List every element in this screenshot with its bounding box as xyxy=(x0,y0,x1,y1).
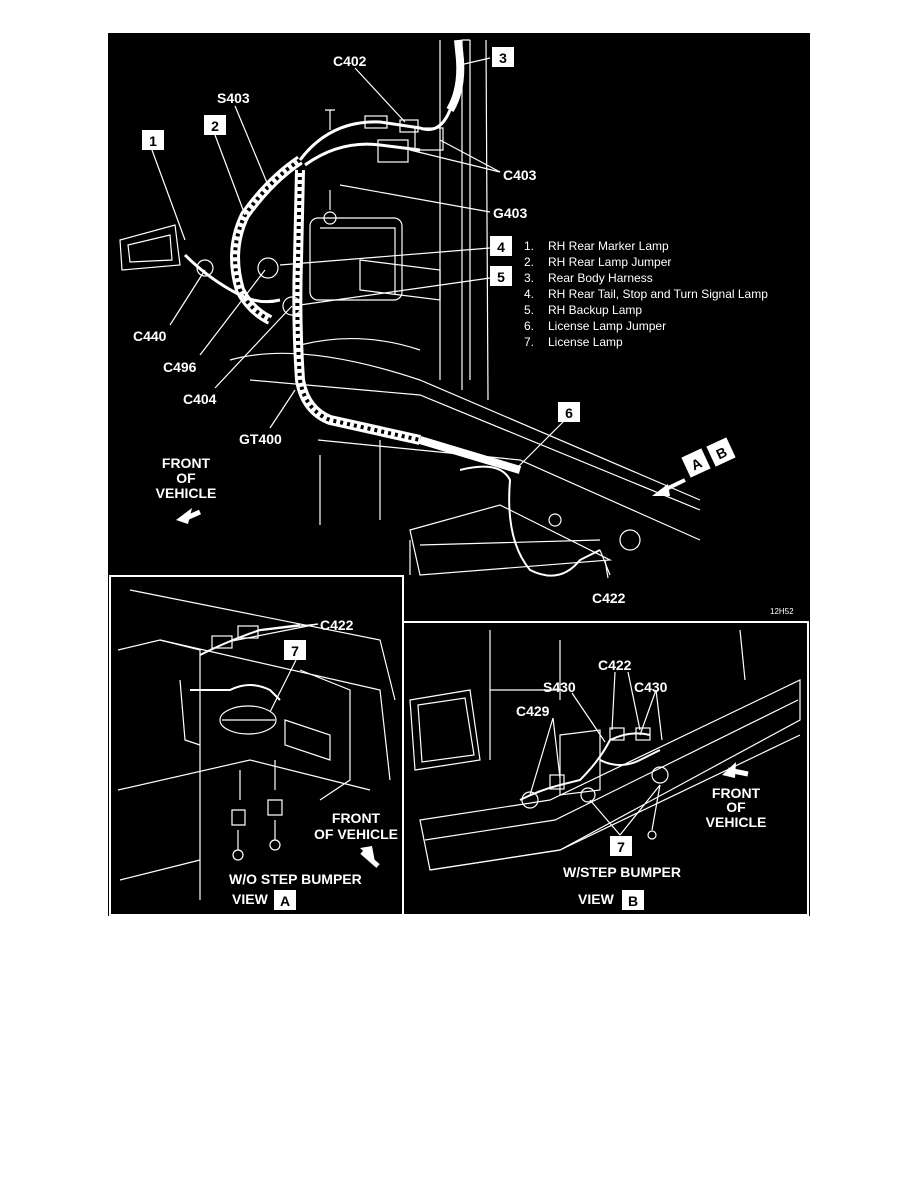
view-b-labels: C422 S430 C430 C429 FRONT OF VEHICLE 7 W… xyxy=(516,657,766,910)
label-view-word-a: VIEW xyxy=(232,891,269,907)
label-c404: C404 xyxy=(183,391,217,407)
legend-text-1: RH Rear Marker Lamp xyxy=(548,239,669,253)
view-b-drawing xyxy=(409,629,801,871)
label-front-1: FRONT xyxy=(162,455,211,471)
legend-num-6: 6. xyxy=(524,319,534,333)
label-front-b-1: FRONT xyxy=(712,785,761,801)
legend: 1. RH Rear Marker Lamp 2. RH Rear Lamp J… xyxy=(524,239,768,349)
callout-7a: 7 xyxy=(291,643,299,659)
label-front-b-2: OF xyxy=(726,799,746,815)
label-c422-view-a: C422 xyxy=(320,617,354,633)
label-c429: C429 xyxy=(516,703,550,719)
label-front-a-2: OF VEHICLE xyxy=(314,826,398,842)
labels-main: C402 S403 C403 G403 C440 C496 C404 GT400… xyxy=(133,53,794,616)
label-c422-main: C422 xyxy=(592,590,626,606)
view-a-drawing xyxy=(117,589,396,900)
label-front-2: OF xyxy=(176,470,196,486)
legend-text-4: RH Rear Tail, Stop and Turn Signal Lamp xyxy=(548,287,768,301)
callout-box-5 xyxy=(490,266,512,286)
legend-text-7: License Lamp xyxy=(548,335,623,349)
leader-lines xyxy=(151,57,609,579)
label-c422-view-b: C422 xyxy=(598,657,632,673)
label-s403: S403 xyxy=(217,90,250,106)
view-a-letter: A xyxy=(280,893,290,909)
label-front-3: VEHICLE xyxy=(156,485,217,501)
callout-box-view-b-inset xyxy=(622,890,644,910)
legend-num-7: 7. xyxy=(524,335,534,349)
legend-text-3: Rear Body Harness xyxy=(548,271,653,285)
callout-boxes-main: 1 2 3 4 5 6 A B xyxy=(142,47,736,478)
callout-3: 3 xyxy=(499,50,507,66)
tail-lamp-housing xyxy=(309,217,403,301)
callout-box-view-b xyxy=(706,437,736,467)
label-c440: C440 xyxy=(133,328,167,344)
diagram-background xyxy=(108,33,810,916)
callout-box-7a xyxy=(284,640,306,660)
label-w-step-bumper: W/STEP BUMPER xyxy=(563,864,681,880)
legend-text-2: RH Rear Lamp Jumper xyxy=(548,255,671,269)
legend-num-4: 4. xyxy=(524,287,534,301)
label-front-b-3: VEHICLE xyxy=(706,814,767,830)
license-lamp-a xyxy=(219,705,277,735)
legend-num-1: 1. xyxy=(524,239,534,253)
callout-box-1 xyxy=(142,130,164,150)
label-c430: C430 xyxy=(634,679,668,695)
view-b-letter: B xyxy=(628,893,638,909)
callout-box-6 xyxy=(558,402,580,422)
label-view-word-b: VIEW xyxy=(578,891,615,907)
callout-box-view-a xyxy=(681,448,711,478)
callout-box-view-a-inset xyxy=(274,890,296,910)
figure-code: 12H52 xyxy=(770,607,794,616)
callout-5: 5 xyxy=(497,269,505,285)
legend-num-5: 5. xyxy=(524,303,534,317)
label-s430: S430 xyxy=(543,679,576,695)
callout-2: 2 xyxy=(211,118,219,134)
label-c402: C402 xyxy=(333,53,367,69)
legend-text-6: License Lamp Jumper xyxy=(548,319,666,333)
label-front-a-1: FRONT xyxy=(332,810,381,826)
marker-lamp xyxy=(119,224,181,271)
label-wo-step-bumper: W/O STEP BUMPER xyxy=(229,871,362,887)
callout-4: 4 xyxy=(497,239,505,255)
callout-1: 1 xyxy=(149,133,157,149)
legend-num-3: 3. xyxy=(524,271,534,285)
label-gt400: GT400 xyxy=(239,431,282,447)
label-g403: G403 xyxy=(493,205,527,221)
callout-box-2 xyxy=(204,115,226,135)
main-view-drawing xyxy=(119,39,701,577)
view-a-labels: C422 7 FRONT OF VEHICLE W/O STEP BUMPER … xyxy=(229,617,398,910)
label-c496: C496 xyxy=(163,359,197,375)
callout-box-7b xyxy=(610,836,632,856)
legend-text-5: RH Backup Lamp xyxy=(548,303,642,317)
view-b-frame xyxy=(402,621,809,916)
callout-6: 6 xyxy=(565,405,573,421)
label-c403: C403 xyxy=(503,167,537,183)
legend-num-2: 2. xyxy=(524,255,534,269)
callout-7b: 7 xyxy=(617,839,625,855)
callout-box-4 xyxy=(490,236,512,256)
callout-box-3 xyxy=(492,47,514,67)
